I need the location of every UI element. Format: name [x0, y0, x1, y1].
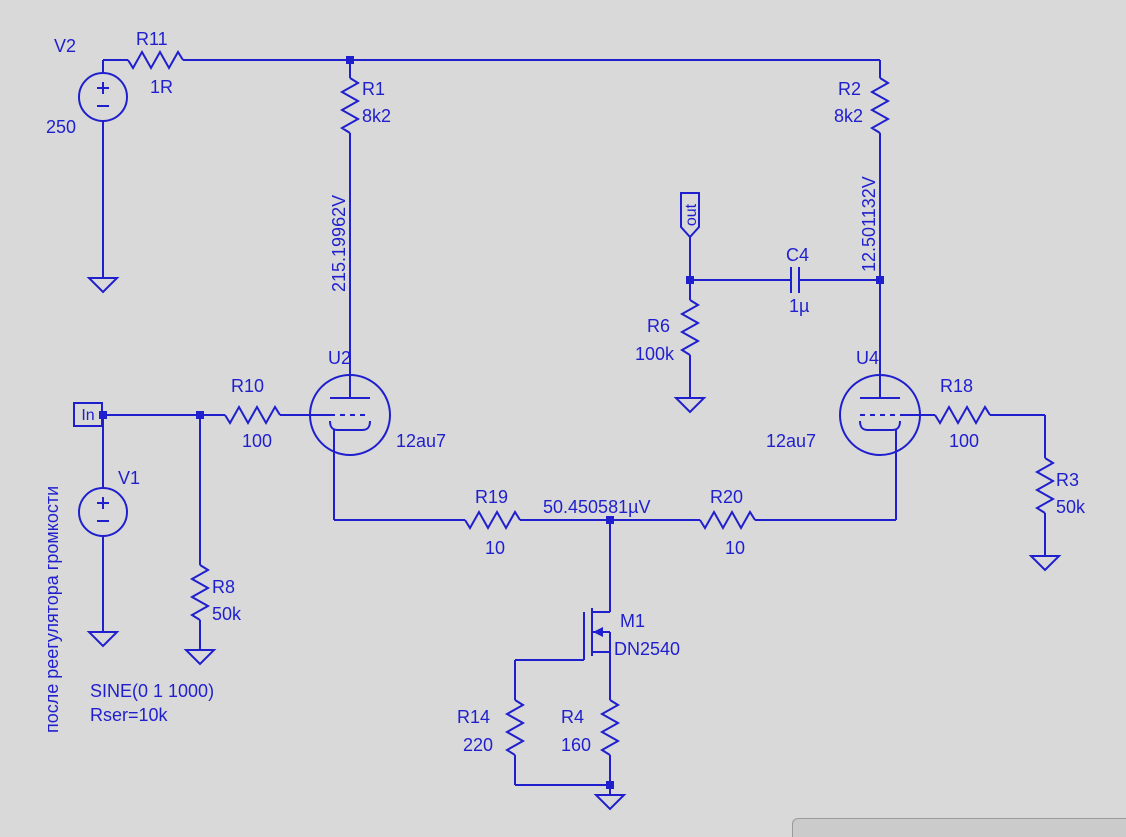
mosfet-M1[interactable]: [583, 608, 611, 660]
c4-ref-label[interactable]: C4: [786, 245, 809, 265]
r10-ref-label[interactable]: R10: [231, 376, 264, 396]
r2-ref-label[interactable]: R2: [838, 79, 861, 99]
r20-value-label[interactable]: 10: [725, 538, 745, 558]
r3-value-label[interactable]: 50k: [1056, 497, 1086, 517]
ground-symbol[interactable]: [88, 631, 118, 647]
v1-series-resistance-label[interactable]: Rser=10k: [90, 705, 169, 725]
resistor-R2[interactable]: [869, 77, 891, 134]
r18-value-label[interactable]: 100: [949, 431, 979, 451]
r19-value-label[interactable]: 10: [485, 538, 505, 558]
voltage-source-V1[interactable]: [78, 487, 128, 537]
junction-dot: [686, 276, 694, 284]
plus-sign: [97, 82, 109, 94]
resistor-R11[interactable]: [127, 49, 184, 71]
m1-ref-label[interactable]: M1: [620, 611, 645, 631]
v1-spice-model-label[interactable]: SINE(0 1 1000): [90, 681, 214, 701]
u2-ref-label[interactable]: U2: [328, 348, 351, 368]
wire-net: [102, 59, 1046, 795]
junction-dot: [196, 411, 204, 419]
r4-value-label[interactable]: 160: [561, 735, 591, 755]
r11-value-label[interactable]: 1R: [150, 77, 173, 97]
u4-value-label[interactable]: 12au7: [766, 431, 816, 451]
triode-U4[interactable]: [839, 374, 921, 456]
v2-value-label[interactable]: 250: [46, 117, 76, 137]
node-voltage-cathode[interactable]: 50.450581µV: [543, 497, 650, 517]
in-port-label: In: [81, 407, 94, 424]
r8-ref-label[interactable]: R8: [212, 577, 235, 597]
r14-ref-label[interactable]: R14: [457, 707, 490, 727]
resistor-R19[interactable]: [464, 509, 521, 531]
resistor-R14[interactable]: [504, 699, 526, 756]
r20-ref-label[interactable]: R20: [710, 487, 743, 507]
port-flag-in[interactable]: In: [73, 402, 103, 427]
c4-value-label[interactable]: 1µ: [789, 296, 809, 316]
ground-symbol[interactable]: [1030, 555, 1060, 571]
r18-ref-label[interactable]: R18: [940, 376, 973, 396]
u4-ref-label[interactable]: U4: [856, 348, 879, 368]
m1-value-label[interactable]: DN2540: [614, 639, 680, 659]
out-port-label: out: [683, 203, 700, 226]
junction-dots: [99, 56, 884, 789]
bottom-right-overlay: [792, 818, 1126, 837]
resistor-R10[interactable]: [224, 404, 281, 426]
voltage-source-V2[interactable]: [78, 72, 128, 122]
r6-ref-label[interactable]: R6: [647, 316, 670, 336]
cathode-line: [859, 420, 901, 431]
capacitor-C4[interactable]: [790, 267, 800, 293]
node-voltage-left-plate[interactable]: 215.19962V: [329, 195, 349, 292]
r8-value-label[interactable]: 50k: [212, 604, 242, 624]
r4-ref-label[interactable]: R4: [561, 707, 584, 727]
resistor-R8[interactable]: [189, 564, 211, 621]
side-note-annotation[interactable]: после реегулятора громкости: [42, 486, 62, 733]
resistor-R6[interactable]: [679, 299, 701, 356]
r6-value-label[interactable]: 100k: [635, 344, 675, 364]
resistor-R1[interactable]: [339, 77, 361, 134]
plus-sign: [97, 497, 109, 509]
r1-ref-label[interactable]: R1: [362, 79, 385, 99]
v2-ref-label[interactable]: V2: [54, 36, 76, 56]
r19-ref-label[interactable]: R19: [475, 487, 508, 507]
ground-symbol[interactable]: [675, 397, 705, 413]
cathode-line: [329, 420, 371, 431]
r11-ref-label[interactable]: R11: [136, 29, 168, 49]
ground-symbol[interactable]: [88, 277, 118, 293]
port-flag-out[interactable]: out: [680, 192, 700, 239]
resistor-R20[interactable]: [699, 509, 756, 531]
r3-ref-label[interactable]: R3: [1056, 470, 1079, 490]
junction-dot: [346, 56, 354, 64]
ground-symbol[interactable]: [185, 649, 215, 665]
u2-value-label[interactable]: 12au7: [396, 431, 446, 451]
v1-ref-label[interactable]: V1: [118, 468, 140, 488]
junction-dot: [606, 516, 614, 524]
r2-value-label[interactable]: 8k2: [834, 106, 863, 126]
r10-value-label[interactable]: 100: [242, 431, 272, 451]
junction-dot: [606, 781, 614, 789]
body-arrow: [593, 627, 603, 637]
ground-symbol[interactable]: [595, 794, 625, 810]
resistor-R18[interactable]: [934, 404, 991, 426]
junction-dot: [876, 276, 884, 284]
resistor-R4[interactable]: [599, 699, 621, 756]
node-voltage-right-plate[interactable]: 12.501132V: [859, 176, 879, 272]
triode-U2[interactable]: [309, 374, 391, 456]
r1-value-label[interactable]: 8k2: [362, 106, 391, 126]
resistor-R3[interactable]: [1034, 457, 1056, 514]
r14-value-label[interactable]: 220: [463, 735, 493, 755]
